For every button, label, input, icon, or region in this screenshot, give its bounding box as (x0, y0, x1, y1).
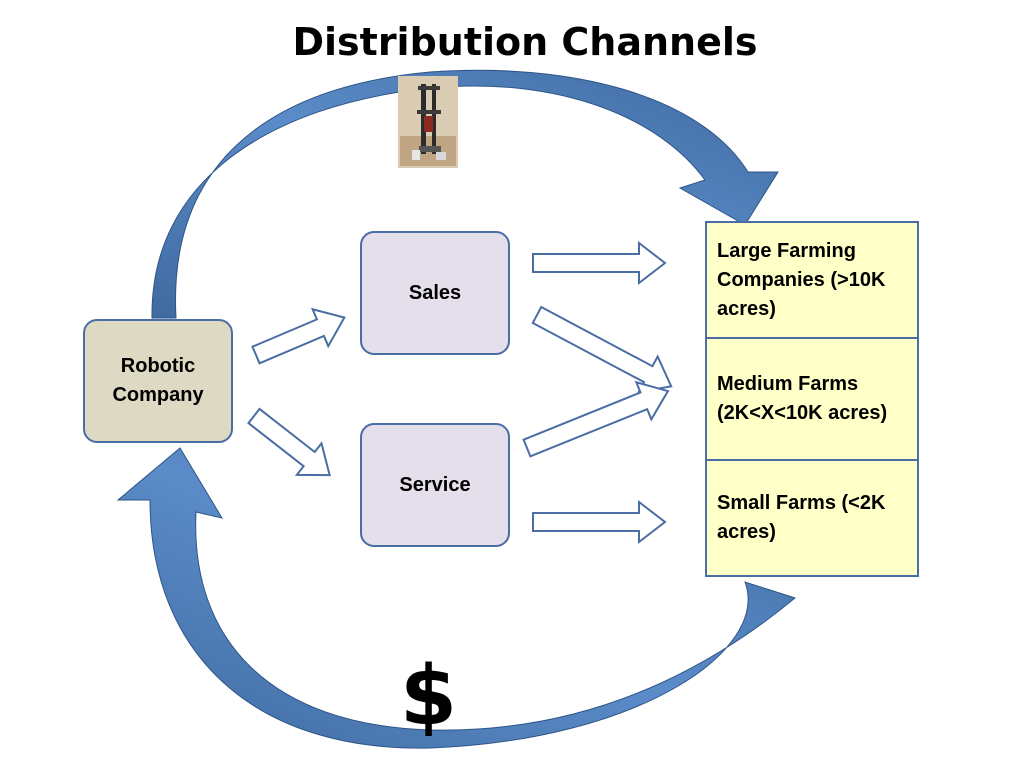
block-arrow-robotic-to-sales (251, 307, 346, 365)
segment-small-farms-label: Small Farms (<2K acres) (717, 492, 886, 543)
segment-small-farms: Small Farms (<2K acres) (707, 461, 917, 575)
segment-large-farming-label: Large Farming Companies (>10K acres) (717, 239, 886, 320)
page-title: Distribution Channels (292, 20, 758, 64)
customer-segments-stack: Large Farming Companies (>10K acres) Med… (705, 221, 919, 577)
flow-arc-bottom (116, 447, 797, 749)
robot-photo-image (398, 76, 458, 168)
node-service-label: Service (399, 473, 471, 496)
block-arrow-robotic-to-service (247, 407, 331, 477)
node-robotic-company: Robotic Company (83, 319, 233, 443)
segment-medium-farms-label: Medium Farms (2K<X<10K acres) (717, 373, 888, 424)
block-arrow-service-to-small (532, 499, 667, 545)
block-arrow-sales-to-large (532, 240, 667, 286)
dollar-sign-icon: $ (400, 649, 458, 744)
block-arrow-service-to-medium (522, 380, 670, 458)
segment-large-farming: Large Farming Companies (>10K acres) (707, 223, 917, 339)
node-sales-label: Sales (408, 281, 462, 304)
node-robotic-company-label: Robotic Company (112, 355, 204, 406)
flow-arc-top (151, 69, 779, 319)
segment-medium-farms: Medium Farms (2K<X<10K acres) (707, 339, 917, 461)
node-service: Service (360, 423, 510, 547)
node-sales: Sales (360, 231, 510, 355)
